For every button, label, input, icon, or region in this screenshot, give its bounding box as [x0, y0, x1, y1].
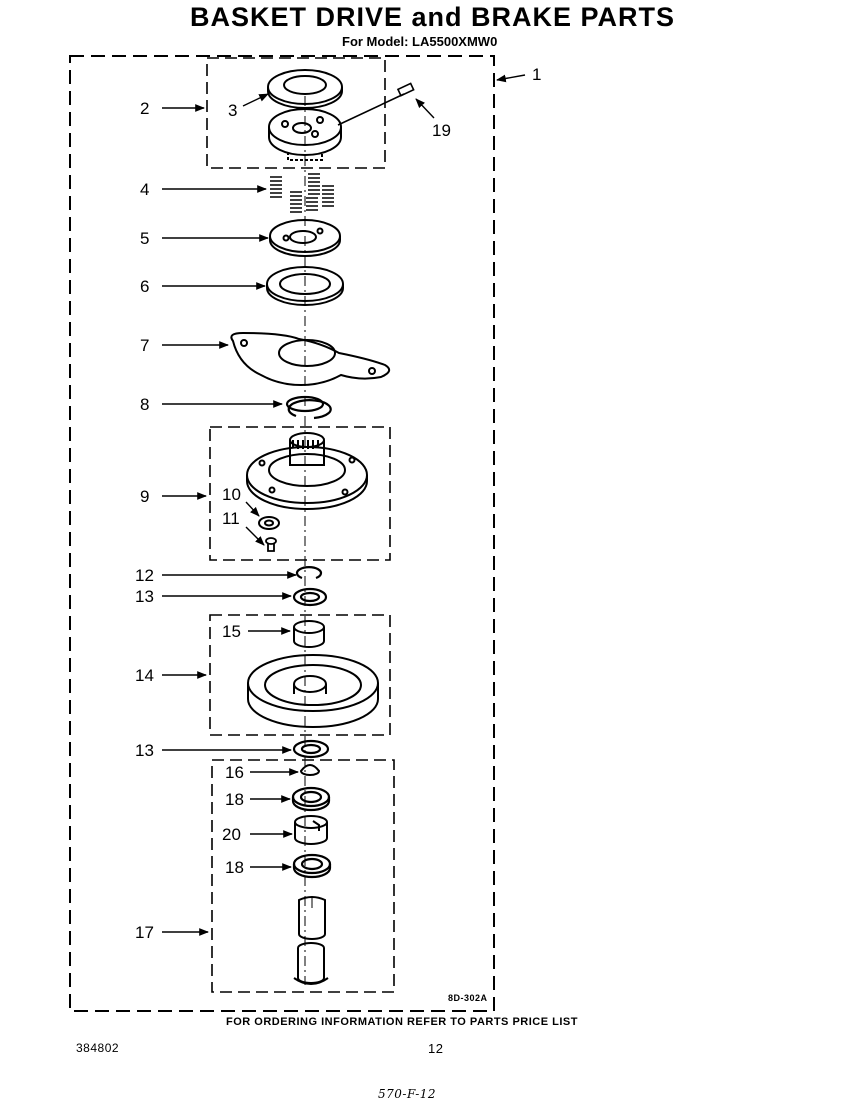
callout-10: 10 [222, 485, 241, 504]
part-13-bearing-upper [292, 587, 328, 607]
part-12-ring [295, 566, 323, 580]
part-11-screw [265, 537, 277, 552]
callout-9: 9 [140, 487, 149, 506]
diagram-code: 8D-302A [448, 993, 488, 1003]
group-box-14 [209, 614, 391, 736]
callout-11: 11 [222, 509, 240, 528]
callout-16: 16 [225, 763, 244, 782]
part-19-pin [337, 82, 415, 126]
callout-20: 20 [222, 825, 241, 844]
callout-14: 14 [135, 666, 154, 685]
group-box-9 [209, 426, 391, 561]
part-8-retaining-ring [285, 395, 332, 420]
part-10-washer [258, 516, 280, 530]
part-5-brake-plate [269, 219, 341, 257]
part-15-bushing [293, 620, 325, 648]
part-13-bearing-lower [292, 739, 330, 759]
callout-18-lower: 18 [225, 858, 244, 877]
part-16-cap [299, 764, 321, 776]
part-3-ring [267, 69, 343, 109]
part-18-bearing-lower [292, 853, 332, 879]
callout-7: 7 [140, 336, 149, 355]
part-6-ring [266, 266, 344, 306]
document-number: 384802 [76, 1041, 120, 1055]
callout-17: 17 [135, 923, 154, 942]
part-14-pulley [247, 654, 379, 728]
page-title: BASKET DRIVE and BRAKE PARTS [190, 2, 676, 32]
callout-18-upper: 18 [225, 790, 244, 809]
callout-1: 1 [532, 65, 541, 84]
part-7-bracket [230, 331, 391, 387]
handwritten-note: 570-F-12 [378, 1087, 437, 1101]
callout-12: 12 [135, 566, 154, 585]
callout-2: 2 [140, 99, 149, 118]
part-20-bushing [294, 815, 328, 845]
part-2-drive-hub [268, 108, 342, 161]
callout-19: 19 [432, 121, 451, 140]
callout-4: 4 [140, 180, 149, 199]
callout-6: 6 [140, 277, 149, 296]
part-17-shaft [293, 896, 329, 985]
page-number: 12 [428, 1041, 444, 1056]
callout-13-lower: 13 [135, 741, 154, 760]
ordering-note: FOR ORDERING INFORMATION REFER TO PARTS … [226, 1016, 578, 1028]
part-9-drive-flange [246, 432, 368, 510]
callout-15: 15 [222, 622, 241, 641]
group-box-17 [211, 759, 395, 993]
part-18-bearing-upper [291, 786, 331, 812]
callout-3: 3 [228, 101, 237, 120]
model-subtitle: For Model: LA5500XMW0 [342, 34, 498, 49]
callout-8: 8 [140, 395, 149, 414]
part-4-springs [270, 173, 334, 213]
assembly-border [69, 55, 495, 1012]
leader-lines [162, 74, 526, 936]
callout-5: 5 [140, 229, 149, 248]
callout-13-upper: 13 [135, 587, 154, 606]
